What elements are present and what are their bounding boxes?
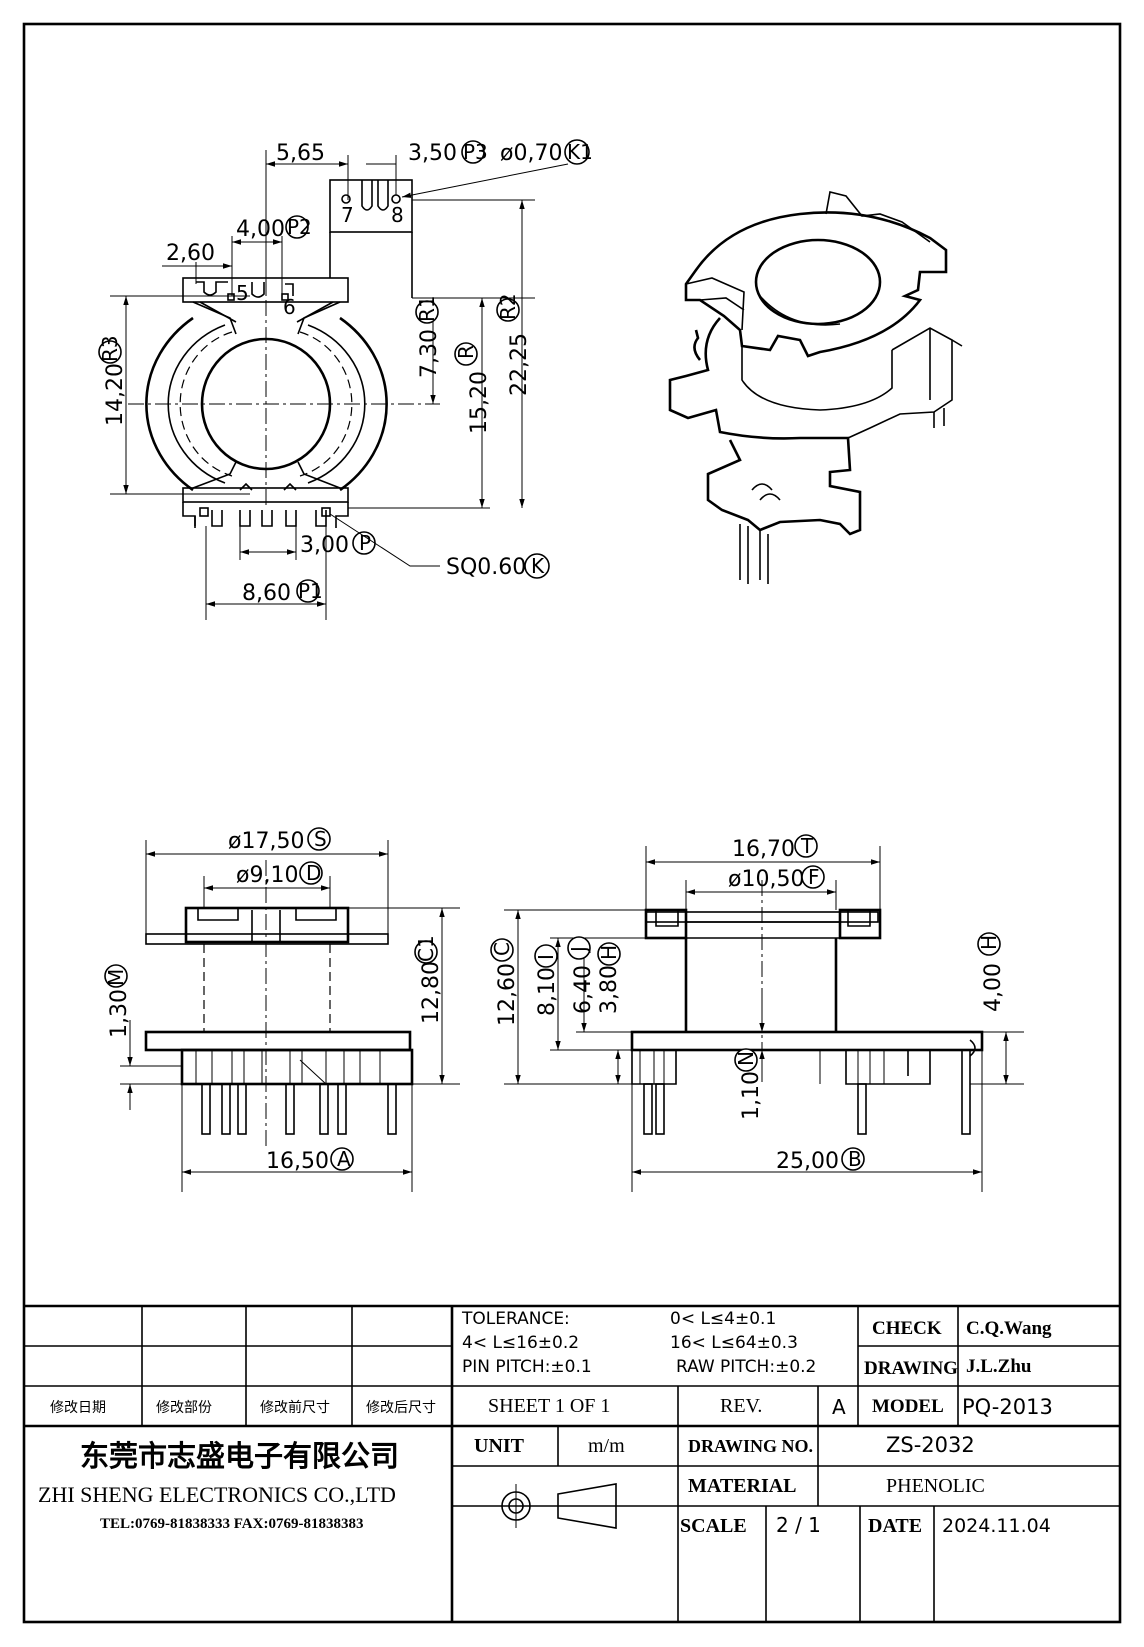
dim-4-00-side: 4,00 xyxy=(981,963,1006,1012)
label-b: B xyxy=(848,1147,862,1171)
dim-2-60: 2,60 xyxy=(166,241,215,266)
dim-1-30: 1,30 xyxy=(107,989,132,1038)
company-contact: TEL:0769-81838333 FAX:0769-81838383 xyxy=(100,1516,363,1532)
label-k: K xyxy=(531,554,545,578)
dim-14-20: 14,20 xyxy=(103,363,128,426)
label-i: I xyxy=(534,954,558,960)
projection-symbol xyxy=(494,1483,624,1529)
pin-8-label: 8 xyxy=(391,203,404,227)
dim-phi-17-50: ø17,50 xyxy=(228,829,304,854)
sheet-border xyxy=(22,22,1122,1624)
scale-label: SCALE xyxy=(680,1515,747,1537)
label-s: S xyxy=(314,827,327,851)
company-name-en: ZHI SHENG ELECTRONICS CO.,LTD xyxy=(38,1482,396,1507)
pin-pitch: PIN PITCH:±0.1 xyxy=(462,1357,592,1377)
label-r2: R2 xyxy=(496,293,520,320)
check-label: CHECK xyxy=(872,1318,942,1339)
dim-16-50: 16,50 xyxy=(266,1149,329,1174)
dim-phi-9-10: ø9,10 xyxy=(236,863,298,888)
label-r: R xyxy=(454,345,478,359)
dim-5-65: 5,65 xyxy=(276,141,325,166)
dim-8-60: 8,60 xyxy=(242,581,291,606)
label-n: N xyxy=(734,1051,758,1066)
dim-25-00: 25,00 xyxy=(776,1149,839,1174)
label-h-side: H xyxy=(977,935,1001,950)
pin-6-label: 6 xyxy=(283,295,296,319)
model-label: MODEL xyxy=(872,1396,944,1417)
pin-5-label: 5 xyxy=(236,281,249,305)
label-m: M xyxy=(104,969,128,986)
pin-7-label: 7 xyxy=(341,203,354,227)
rev-value: A xyxy=(832,1395,846,1419)
dim-3-80: 3,80 xyxy=(597,965,622,1014)
rev-label: REV. xyxy=(720,1395,762,1417)
label-r3: R3 xyxy=(98,335,122,362)
unit-label: UNIT xyxy=(474,1435,525,1457)
drawing-no-label: DRAWING NO. xyxy=(688,1436,813,1456)
unit-value: m/m xyxy=(588,1435,625,1457)
front-view: ø17,50 S ø9,10 D 12,80 C1 1,30 M 16,50 A xyxy=(104,827,460,1192)
dim-15-20: 15,20 xyxy=(467,371,492,434)
side-view: 16,70 T ø10,50 F 12,60 C 8,10 I 6,40 J 3… xyxy=(490,834,1024,1192)
model-value: PQ-2013 xyxy=(962,1395,1053,1419)
material-label: MATERIAL xyxy=(688,1475,797,1497)
label-c1: C1 xyxy=(414,935,438,962)
label-j: J xyxy=(567,946,591,954)
dim-4-00-top: 4,00 xyxy=(236,217,285,242)
dim-sq-0-60: SQ0.60 xyxy=(446,555,526,580)
label-p1: P1 xyxy=(298,579,323,603)
drawing-value: J.L.Zhu xyxy=(966,1356,1032,1377)
tolerance-range-3: 16< L≤64±0.3 xyxy=(670,1333,798,1353)
label-p3: P3 xyxy=(463,140,488,164)
label-d: D xyxy=(306,861,321,885)
tolerance-label: TOLERANCE: xyxy=(461,1309,570,1329)
tolerance-range-2: 4< L≤16±0.2 xyxy=(462,1333,579,1353)
label-p: P xyxy=(359,531,371,555)
label-f: F xyxy=(808,865,820,889)
label-r1: R1 xyxy=(415,295,439,322)
label-k1: K1 xyxy=(567,140,593,164)
scale-value: 2 / 1 xyxy=(776,1513,821,1537)
top-view: 7 8 5 6 5,65 3,50 P3 ø0,70 K1 4,00 P2 xyxy=(98,139,593,620)
title-block: TOLERANCE: 0< L≤4±0.1 4< L≤16±0.2 16< L≤… xyxy=(24,1304,1120,1622)
check-value: C.Q.Wang xyxy=(966,1318,1052,1339)
raw-pitch: RAW PITCH:±0.2 xyxy=(676,1357,816,1377)
rev-col-before: 修改前尺寸 xyxy=(260,1399,330,1416)
dim-3-50: 3,50 xyxy=(408,141,457,166)
sheet-number: SHEET 1 OF 1 xyxy=(488,1395,610,1417)
dim-1-10: 1,10 xyxy=(739,1071,764,1120)
label-a: A xyxy=(337,1147,351,1171)
rev-col-date: 修改日期 xyxy=(50,1400,106,1416)
dim-7-30: 7,30 xyxy=(417,329,442,378)
isometric-view xyxy=(668,191,963,584)
dim-22-25: 22,25 xyxy=(507,333,532,396)
dim-6-40: 6,40 xyxy=(571,965,596,1014)
date-label: DATE xyxy=(868,1515,922,1537)
dim-16-70: 16,70 xyxy=(732,837,795,862)
drawing-no-value: ZS-2032 xyxy=(886,1433,975,1457)
dim-8-10: 8,10 xyxy=(535,967,560,1016)
tolerance-range-1: 0< L≤4±0.1 xyxy=(670,1309,776,1329)
dim-12-80: 12,80 xyxy=(419,961,444,1024)
rev-col-after: 修改后尺寸 xyxy=(366,1400,436,1416)
dim-phi-0-70: ø0,70 xyxy=(500,141,562,166)
date-value: 2024.11.04 xyxy=(942,1515,1051,1537)
label-p2: P2 xyxy=(287,215,312,239)
dim-12-60: 12,60 xyxy=(495,963,520,1026)
rev-col-part: 修改部份 xyxy=(156,1400,212,1416)
dim-3-00: 3,00 xyxy=(300,533,349,558)
material-value: PHENOLIC xyxy=(886,1475,985,1497)
label-h: H xyxy=(597,945,621,960)
label-t: T xyxy=(800,834,814,858)
label-c: C xyxy=(490,942,514,956)
dim-phi-10-50: ø10,50 xyxy=(728,867,804,892)
company-name-cn: 东莞市志盛电子有限公司 xyxy=(80,1439,399,1473)
drawing-label: DRAWING xyxy=(864,1358,958,1379)
